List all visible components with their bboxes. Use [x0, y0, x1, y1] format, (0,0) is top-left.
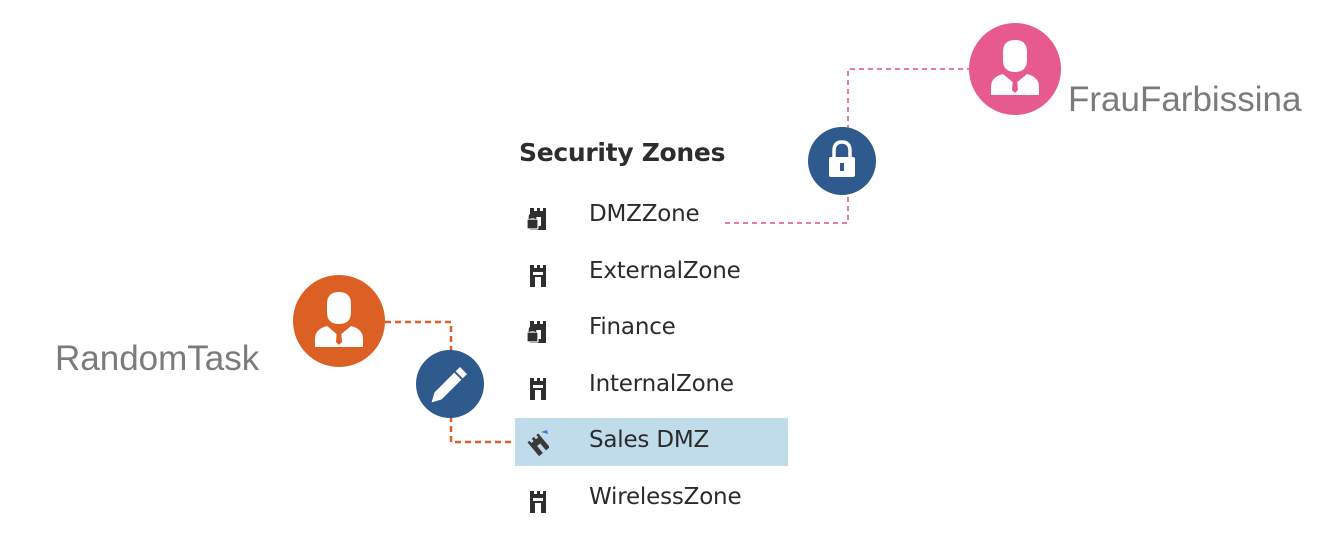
security-zones-list: DMZZone ExternalZone Finance InternalZon…: [515, 192, 795, 531]
zone-icon: [530, 377, 546, 400]
zone-label: InternalZone: [589, 370, 734, 397]
pencil-badge[interactable]: [416, 350, 484, 418]
random-task-name: RandomTask: [55, 339, 260, 378]
zone-item-sales-dmz[interactable]: Sales DMZ: [515, 418, 788, 466]
zone-item-finance[interactable]: Finance: [515, 305, 788, 353]
locked-zone-icon: [527, 208, 546, 230]
user-icon: [991, 40, 1039, 95]
zone-item-internalzone[interactable]: InternalZone: [515, 362, 788, 410]
pencil-icon: [431, 367, 467, 403]
frau-farbissina-avatar[interactable]: [969, 23, 1061, 115]
zone-icon: [530, 264, 546, 287]
zone-icon: [530, 490, 546, 513]
zone-label: DMZZone: [589, 201, 700, 227]
zone-label: Sales DMZ: [589, 427, 710, 453]
security-zones-title: Security Zones: [519, 138, 726, 167]
lock-badge[interactable]: [808, 127, 876, 195]
lock-icon: [829, 140, 855, 177]
locked-zone-icon: [527, 321, 546, 343]
zone-item-dmzzone[interactable]: DMZZone: [515, 192, 788, 240]
zone-label: ExternalZone: [589, 257, 741, 284]
user-icon: [315, 292, 363, 347]
zone-item-externalzone[interactable]: ExternalZone: [515, 249, 788, 297]
zone-label: Finance: [589, 314, 676, 340]
zone-label: WirelessZone: [589, 483, 742, 510]
frau-farbissina-name: FrauFarbissina: [1068, 80, 1302, 119]
random-task-avatar[interactable]: [293, 275, 385, 367]
editable-zone-icon: [527, 430, 549, 456]
zone-item-wirelesszone[interactable]: WirelessZone: [515, 475, 788, 523]
